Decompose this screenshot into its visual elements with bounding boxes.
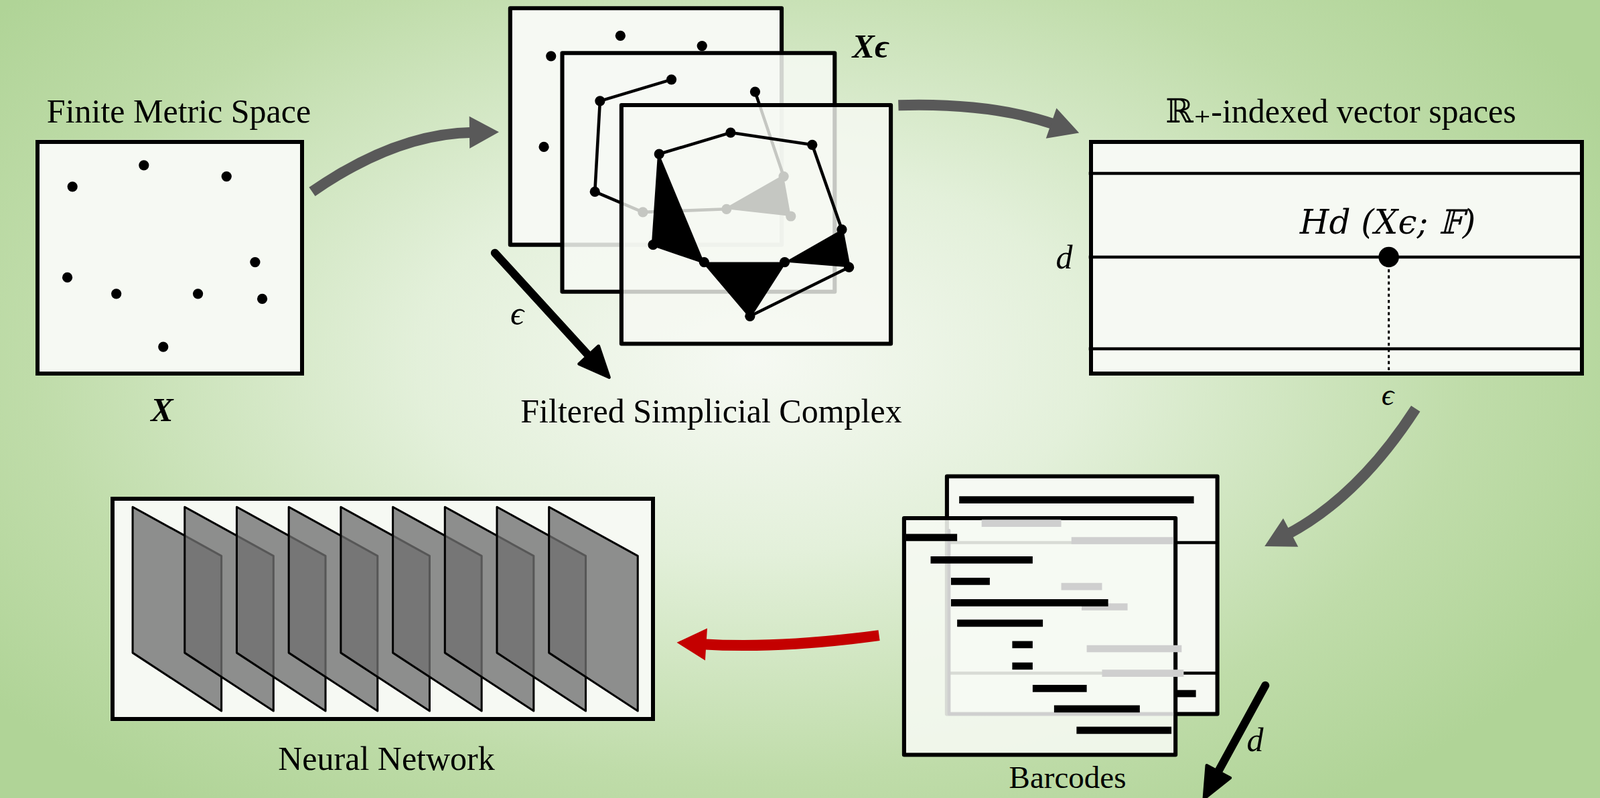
axis-symbol: ϵ	[1381, 379, 1395, 412]
complex-stack	[494, 8, 891, 378]
barcode-stack: Barcodes	[904, 476, 1218, 756]
stack-caption: Filtered Simplicial Complex	[520, 393, 902, 430]
network-box: Neural Network	[110, 496, 656, 722]
arrow-shaft	[312, 132, 474, 193]
point-cloud	[62, 160, 268, 352]
arrow-shaft	[701, 635, 879, 646]
axis-symbol: d	[1247, 722, 1264, 759]
axis-symbol: d	[1056, 239, 1073, 276]
metric-space-box: Finite Metric SpaceX	[35, 139, 305, 376]
box-fill	[110, 496, 656, 722]
box-fill	[35, 139, 305, 376]
complex-symbol: Xϵ	[852, 28, 890, 65]
network-layers	[132, 506, 638, 712]
box-heading: Finite Metric Space	[46, 93, 311, 130]
arrow-shaft	[1287, 408, 1416, 535]
grading-lines	[1088, 173, 1584, 376]
complex-stack: Filtered Simplicial Complex	[510, 8, 891, 344]
flow-arrow	[898, 105, 1079, 139]
arrow-head	[677, 628, 708, 662]
flow-arrow	[677, 628, 880, 662]
box-heading: ℝ₊-indexed vector spaces	[1165, 93, 1516, 130]
arrow-head	[469, 116, 499, 149]
stack-caption: Barcodes	[1009, 761, 1127, 795]
arrow-head	[1264, 518, 1298, 548]
network-layer	[549, 506, 639, 712]
vector-space-box: ℝ₊-indexed vector spaces	[1088, 139, 1584, 376]
barcode-stack	[904, 476, 1266, 798]
space-symbol: X	[150, 392, 173, 428]
axis-symbol: ϵ	[510, 296, 524, 332]
box-fill	[1088, 139, 1584, 376]
arrow-head	[1046, 107, 1079, 138]
flow-arrow	[1264, 408, 1416, 548]
arrow-shaft	[898, 105, 1055, 125]
flow-arrow	[312, 116, 499, 193]
box-caption: Neural Network	[277, 741, 495, 777]
homology-label: Hd (Xϵ; 𝔽)	[1299, 204, 1476, 241]
